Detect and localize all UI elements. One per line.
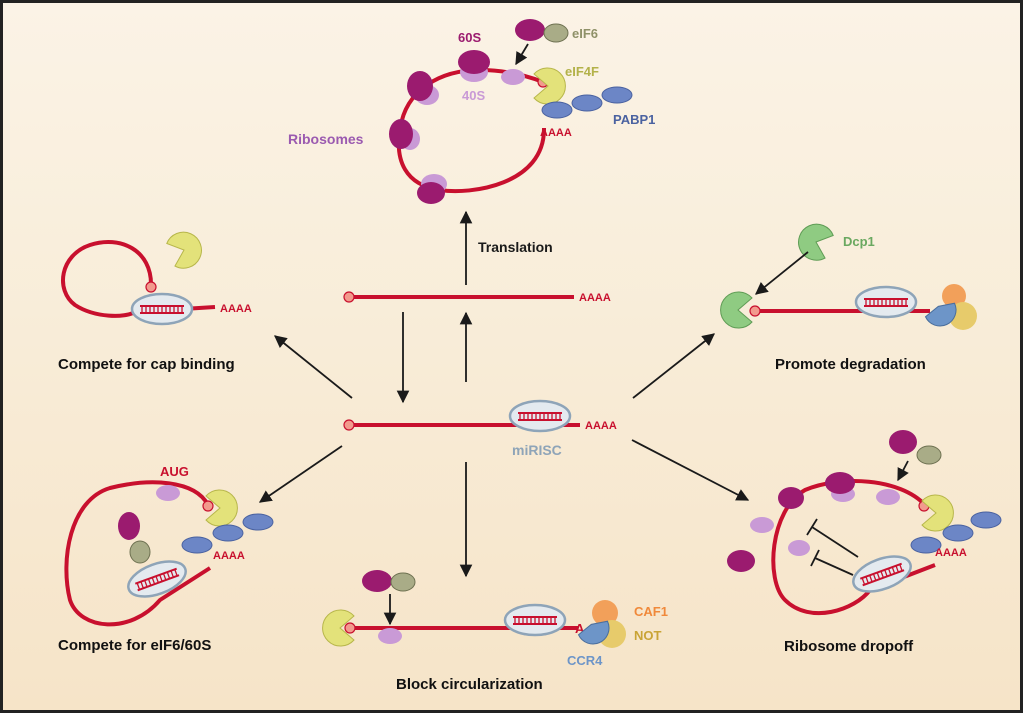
label-dcp1: Dcp1 <box>843 234 875 249</box>
pabp1 <box>541 101 573 119</box>
cap <box>145 281 157 293</box>
pabp1 <box>181 536 213 554</box>
translation-complex: 60S eIF6 eIF4F 40S PABP1 Ribosomes AAAA <box>288 19 655 204</box>
label-60s: 60S <box>458 30 481 45</box>
caption-compete-cap: Compete for cap binding <box>58 356 235 373</box>
60s-subunit <box>515 19 545 41</box>
eif6 <box>543 23 569 43</box>
arrow-compete-cap <box>274 335 353 399</box>
cap <box>344 622 356 634</box>
pabp1 <box>242 513 274 531</box>
pabp1 <box>942 524 974 542</box>
60s-subunit <box>825 472 855 494</box>
40s-subunit <box>750 517 774 533</box>
label-poly-a: AAAA <box>935 547 967 559</box>
panel-compete-eif6: AUG AAAA Compete for eIF6/60S <box>58 464 274 654</box>
60s-subunit <box>417 182 445 204</box>
center-mrna: AAAA Translation <box>343 210 611 404</box>
60s-subunit <box>407 71 433 101</box>
label-eif4f: eIF4F <box>565 64 599 79</box>
mirisc-complex <box>130 292 194 326</box>
40s-subunit <box>378 628 402 644</box>
label-poly-a: AAAA <box>220 303 252 315</box>
60s-subunit <box>727 550 755 572</box>
mrna <box>61 240 216 318</box>
ccr4 <box>577 620 610 645</box>
ccr4 <box>924 302 957 327</box>
eif6 <box>129 540 151 564</box>
caption-promote-degradation: Promote degradation <box>775 356 926 373</box>
pabp1 <box>970 511 1002 529</box>
label-ccr4: CCR4 <box>567 653 603 668</box>
caption-block-circularization: Block circularization <box>396 676 543 693</box>
mrna <box>771 479 936 616</box>
arrow <box>897 460 909 482</box>
60s-subunit <box>778 487 804 509</box>
label-translation: Translation <box>478 239 553 255</box>
arrow-ribosome-dropoff <box>631 439 750 501</box>
panel-promote-degradation: Dcp1 Promote degradation <box>720 218 977 373</box>
caption-compete-eif6: Compete for eIF6/60S <box>58 637 211 654</box>
label-pabp1: PABP1 <box>613 112 655 127</box>
60s-subunit <box>458 50 490 74</box>
caf1 <box>942 284 966 308</box>
pabp1 <box>212 524 244 542</box>
arrow-promote-degradation <box>632 333 715 399</box>
mirisc-complex <box>503 603 567 637</box>
cap <box>343 291 355 303</box>
inhibition-bars <box>806 518 859 576</box>
mirisc-mrna: AAAA miRISC <box>343 399 617 458</box>
pabp1 <box>571 94 603 112</box>
mrna <box>64 480 212 627</box>
cap <box>202 500 214 512</box>
cap <box>343 419 355 431</box>
label-40s: 40S <box>462 88 485 103</box>
40s-subunit <box>876 489 900 505</box>
arrow <box>515 43 529 66</box>
label-mirisc: miRISC <box>512 442 562 458</box>
pabp1 <box>910 536 942 554</box>
arrow <box>755 251 809 295</box>
caf1 <box>592 600 618 626</box>
label-poly-a: AAAA <box>585 420 617 432</box>
60s-subunit <box>889 430 917 454</box>
label-aug: AUG <box>160 464 189 479</box>
mirisc-complex <box>508 399 572 433</box>
mirisc-complex <box>854 285 918 319</box>
label-caf1: CAF1 <box>634 604 668 619</box>
caption-ribosome-dropoff: Ribosome dropoff <box>784 638 914 655</box>
label-poly-a: AAAA <box>540 127 572 139</box>
label-not: NOT <box>634 628 662 643</box>
label-ribosomes: Ribosomes <box>288 131 364 147</box>
40s-subunit <box>156 485 180 501</box>
40s-subunit <box>501 69 525 85</box>
panel-ribosome-dropoff: AAAA Ribosome dropoff <box>727 430 1002 655</box>
label-eif6: eIF6 <box>572 26 598 41</box>
60s-subunit <box>389 119 413 149</box>
60s-subunit <box>362 570 392 592</box>
label-poly-a-trunc: A <box>575 621 585 636</box>
panel-block-circularization: A CAF1 NOT CCR4 Block circularization <box>322 570 668 693</box>
eif6 <box>916 445 942 465</box>
eif6 <box>390 572 416 592</box>
pabp1 <box>601 86 633 104</box>
40s-subunit <box>788 540 810 556</box>
label-poly-a: AAAA <box>579 292 611 304</box>
60s-subunit <box>118 512 140 540</box>
cap <box>749 305 761 317</box>
label-poly-a: AAAA <box>213 550 245 562</box>
arrow-compete-eif6 <box>258 445 343 503</box>
panel-compete-cap: AAAA Compete for cap binding <box>58 226 252 373</box>
